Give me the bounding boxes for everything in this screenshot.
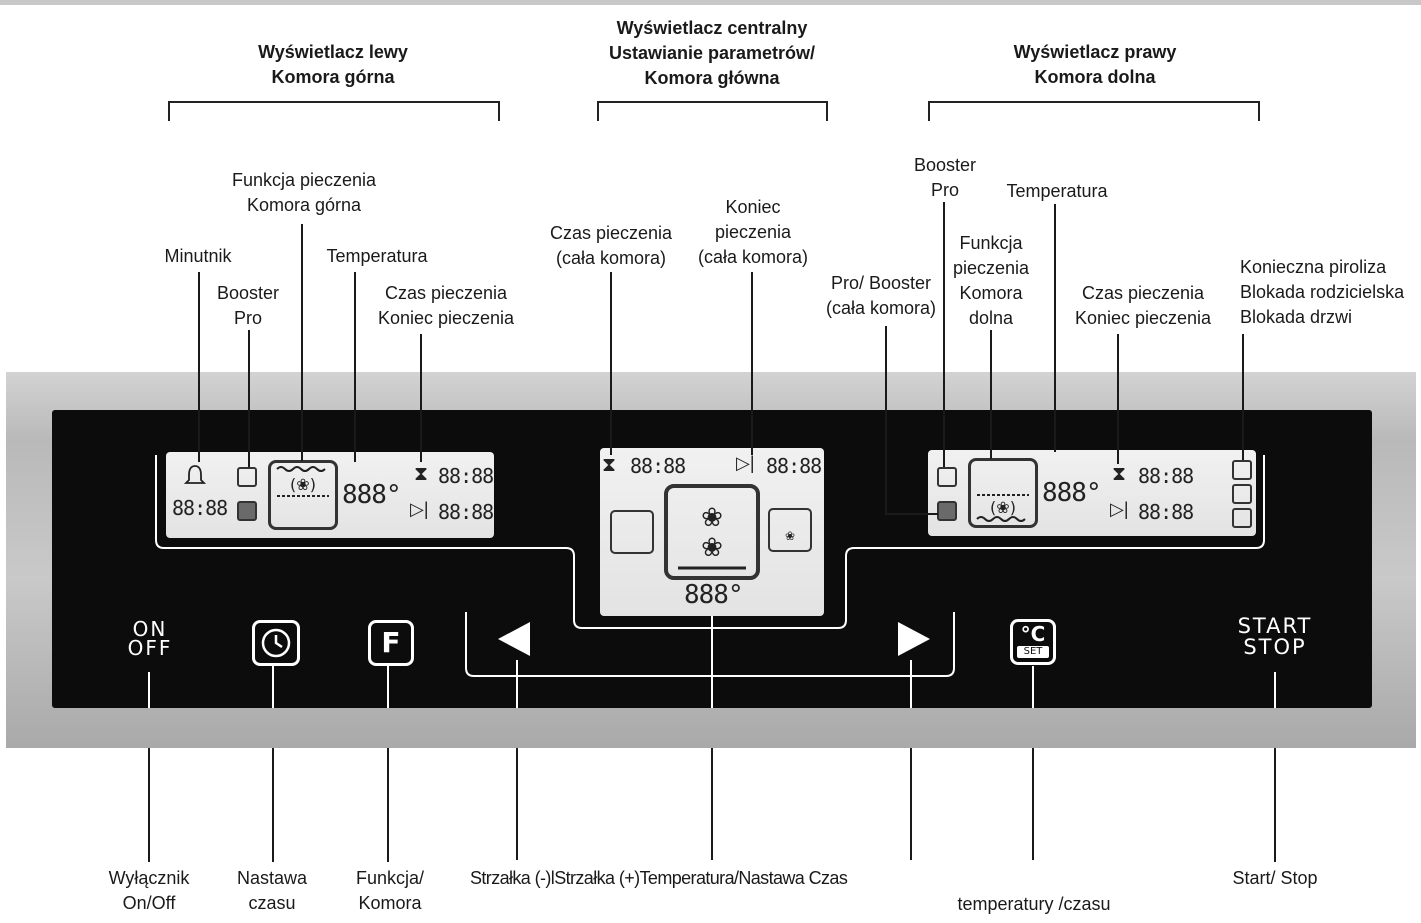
label-czas-center: Czas pieczenia(cała komora) [549, 223, 673, 268]
label-pro-booster: Pro/ Booster(cała komora) [825, 273, 937, 318]
celsius-glyph: °C [1020, 622, 1046, 646]
on-label: ON [132, 617, 168, 641]
display-right-time1: 88:88 [1138, 464, 1194, 488]
pro-icon [237, 501, 257, 521]
end-time-icon: ▷| [410, 499, 429, 519]
display-right: (❀) 888° ⧗ 88:88 ▷| 88:88 [928, 450, 1256, 536]
booster-icon [237, 467, 257, 487]
temp-set-button[interactable]: °C SET [1010, 619, 1056, 665]
fan-icon: ❀ ❀ [678, 503, 746, 570]
label-temperatura-right: Temperatura [1006, 181, 1108, 201]
svg-text:❀: ❀ [785, 529, 795, 543]
svg-text:❀: ❀ [701, 533, 723, 563]
display-right-temp: 888° [1042, 478, 1102, 508]
hourglass-icon: ⧗ [414, 463, 429, 485]
label-arrows-temp: Strzałka (-)lStrzałka (+)Temperatura/Nas… [470, 868, 848, 888]
display-center-temp: 888° [684, 580, 744, 610]
function-button[interactable]: F [368, 620, 414, 666]
display-center-time1: 88:88 [630, 454, 686, 478]
label-minutnik: Minutnik [164, 246, 232, 266]
upper-chamber-small [610, 510, 654, 554]
lower-chamber-icon: (❀) [968, 458, 1038, 528]
hourglass-icon: ⧗ [1112, 463, 1127, 485]
booster-icon [937, 467, 957, 487]
bracket-left [168, 101, 500, 121]
display-left-timer: 88:88 [172, 496, 228, 520]
top-border [0, 0, 1421, 5]
label-temperatury: temperatury /czasu [957, 894, 1111, 914]
label-funkcja: Funkcja/Komora [355, 868, 425, 913]
stop-label: STOP [1243, 635, 1307, 659]
lower-chamber-small: ❀ [768, 508, 812, 552]
end-time-icon: ▷| [736, 453, 755, 473]
svg-text:❀: ❀ [701, 503, 723, 533]
bracket-right [928, 101, 1260, 121]
svg-text:(❀): (❀) [990, 498, 1016, 517]
display-left-time1: 88:88 [438, 464, 494, 488]
off-label: OFF [127, 636, 173, 660]
display-left: 88:88 (❀) 888° ⧗ 88:88 ▷| 88:88 [166, 452, 494, 538]
pyrolysis-icon [1232, 460, 1252, 480]
display-left-time2: 88:88 [438, 500, 494, 524]
bell-icon [184, 465, 206, 484]
set-glyph: SET [1017, 646, 1049, 658]
fan-icon: ❀ [785, 529, 795, 543]
label-temperatura-left: Temperatura [326, 246, 428, 266]
main-chamber-icon: ❀ ❀ [664, 484, 760, 580]
start-label: START [1237, 614, 1313, 638]
lock-icon [1232, 508, 1252, 528]
fan-icon: (❀) [276, 466, 329, 497]
display-center: ⧗ 88:88 ▷| 88:88 ❀ ❀ ❀ 888° [600, 448, 824, 616]
onoff-button[interactable]: ON OFF [112, 617, 188, 660]
hourglass-icon: ⧗ [602, 454, 617, 476]
label-startstop: Start/ Stop [1232, 868, 1318, 888]
arrow-left-icon[interactable] [496, 620, 532, 658]
end-time-icon: ▷| [1110, 499, 1129, 519]
child-lock-icon [1232, 484, 1252, 504]
svg-text:(❀): (❀) [290, 475, 316, 494]
fan-icon: (❀) [976, 494, 1029, 522]
display-left-temp: 888° [342, 480, 402, 510]
bracket-center [597, 101, 828, 121]
arrow-right-icon[interactable] [896, 620, 932, 658]
pro-icon [937, 501, 957, 521]
display-right-time2: 88:88 [1138, 500, 1194, 524]
upper-chamber-icon: (❀) [268, 460, 338, 530]
time-setting-button[interactable] [252, 620, 300, 666]
display-center-time2: 88:88 [766, 454, 822, 478]
startstop-button[interactable]: START STOP [1216, 616, 1334, 658]
clock-icon [261, 628, 291, 658]
function-glyph: F [381, 626, 401, 659]
